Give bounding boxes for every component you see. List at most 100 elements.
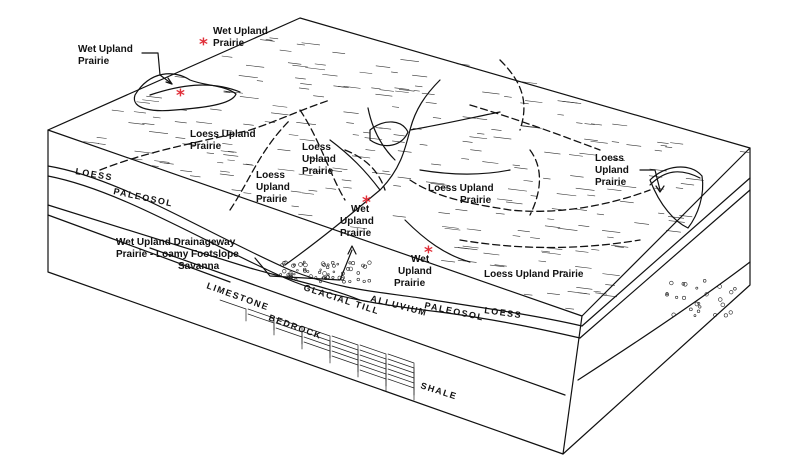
texture-stroke [601,294,617,298]
texture-stroke [675,187,684,189]
gravel-dot [665,292,669,297]
texture-stroke [343,186,352,189]
gravel-dot [728,310,733,315]
texture-stroke [227,159,235,162]
texture-stroke [654,149,662,152]
texture-stroke [222,129,233,132]
gravel-dot [319,268,322,271]
texture-stroke [505,201,523,205]
gravel-dot [332,264,336,268]
texture-stroke [264,121,276,124]
label-loess-upland-prairie-d: Loess Upland Prairie [428,183,496,206]
texture-stroke [308,157,329,161]
texture-stroke [517,230,530,233]
texture-stroke [152,116,161,119]
limestone-block [331,350,359,373]
gravel-dot [302,267,307,272]
texture-stroke [476,118,488,121]
texture-stroke [142,122,155,126]
texture-stroke [136,101,150,104]
texture-stroke [482,161,499,164]
gravel-dot [346,267,350,271]
depressions [133,73,704,229]
texture-stroke [352,134,359,136]
texture-stroke [666,230,681,233]
texture-stroke [299,138,315,142]
gravel-dot [356,277,360,282]
texture-stroke [146,95,162,99]
texture-stroke [190,175,201,178]
texture-stroke [394,87,410,90]
texture-stroke [593,290,601,293]
texture-stroke [602,273,620,277]
gravel-dot [318,270,322,274]
texture-stroke [398,89,415,92]
label-loess-upland-prairie-a: Loess Upland Prairie [190,129,258,152]
texture-stroke [301,42,320,46]
texture-stroke [159,162,170,164]
texture-stroke [557,227,578,231]
texture-stroke [196,121,213,125]
texture-stroke [393,185,401,187]
texture-stroke [397,176,412,180]
block-outline [47,17,751,455]
texture-stroke [301,192,315,195]
texture-stroke [341,179,352,182]
texture-stroke [228,150,237,153]
gravel-dot [682,295,686,300]
texture-stroke [575,266,592,269]
gravel-dot [327,273,330,276]
texture-stroke [495,212,505,215]
limestone-block [359,369,387,392]
texture-stroke [375,93,393,97]
gravel-dot [322,271,327,276]
gravel-dot [301,262,305,266]
texture-stroke [305,67,326,71]
texture-stroke [288,134,299,136]
texture-stroke [279,49,292,52]
texture-stroke [523,180,533,182]
texture-stroke [470,149,482,152]
label-loess-upland-prairie-f: Loess Upland Prairie [484,269,584,280]
texture-stroke [551,208,562,211]
gravel-dot [291,263,296,268]
texture-stroke [523,293,533,296]
texture-stroke [611,158,625,161]
gravel-dot [302,260,306,264]
texture-stroke [142,99,160,103]
label-wet-upland-prairie-left: Wet Upland Prairie [78,44,136,67]
gravel-dot [303,262,308,268]
gravel-dot [348,266,353,272]
limestone-block [247,313,275,336]
texture-stroke [507,188,527,192]
texture-stroke [219,173,234,176]
gravel-dot [296,269,299,272]
texture-stroke [375,65,391,68]
texture-stroke [308,189,318,192]
texture-stroke [392,215,406,218]
texture-stroke [454,246,470,250]
texture-stroke [296,122,316,125]
limestone-block [331,355,359,378]
texture-stroke [575,250,589,253]
texture-stroke [491,129,502,131]
texture-stroke [590,140,608,144]
gravel-dot [694,301,700,307]
texture-stroke [576,122,583,124]
strata-limestone: LIMESTONE [205,280,270,312]
texture-stroke [313,95,325,98]
texture-stroke [425,181,445,185]
gravel-dot [351,261,356,266]
texture-stroke [493,136,512,140]
texture-stroke [607,188,622,192]
texture-stroke [231,189,243,192]
texture-stroke [400,59,419,62]
texture-stroke [569,154,583,157]
gravel-dot [348,279,352,283]
texture-stroke [238,75,258,79]
limestone-block [387,373,415,396]
strata-lines [47,165,751,396]
gravel-dot [675,295,679,299]
texture-stroke [567,291,588,294]
gravel-dot [306,270,310,273]
